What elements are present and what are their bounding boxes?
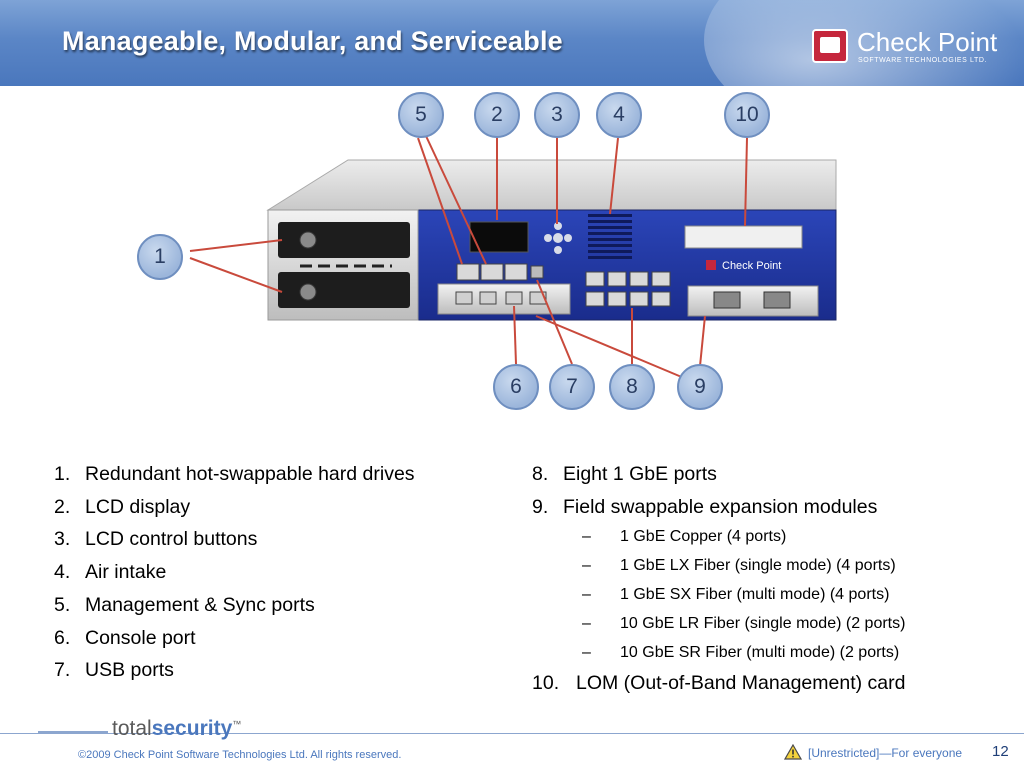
check-point-logo: Check Point SOFTWARE TECHNOLOGIES LTD. (812, 27, 1012, 67)
appliance-diagram: Check Point (0, 86, 1024, 426)
callout-10: 10 (724, 92, 770, 138)
slide-title: Manageable, Modular, and Serviceable (62, 26, 563, 56)
list-item: 1.Redundant hot-swappable hard drives (54, 463, 415, 485)
callout-9: 9 (677, 364, 723, 410)
callout-4: 4 (596, 92, 642, 138)
header-swoosh (704, 0, 1024, 86)
list-item: 5.Management & Sync ports (54, 593, 315, 616)
callout-8: 8 (609, 364, 655, 410)
list-item: 8.Eight 1 GbE ports (532, 463, 717, 485)
brand-name: Check Point (857, 27, 998, 57)
list-item: 10.LOM (Out-of-Band Management) card (532, 672, 906, 695)
callout-6: 6 (493, 364, 539, 410)
brand-subtitle: SOFTWARE TECHNOLOGIES LTD. (858, 57, 988, 64)
feature-list-right: 8.Eight 1 GbE ports 9.Field swappable ex… (532, 458, 1002, 700)
copyright-notice: ©2009 Check Point Software Technologies … (78, 749, 402, 761)
sub-list-item: –1 GbE LX Fiber (single mode) (4 ports) (582, 557, 896, 575)
list-item: 7.USB ports (54, 659, 174, 682)
callout-7: 7 (549, 364, 595, 410)
callout-2: 2 (474, 92, 520, 138)
callout-1: 1 (137, 234, 183, 280)
appliance-illustration: Check Point (189, 135, 837, 379)
list-item: 9.Field swappable expansion modules (532, 495, 878, 518)
feature-list-left: 1.Redundant hot-swappable hard drives 2.… (54, 458, 494, 687)
sub-list-item: –1 GbE SX Fiber (multi mode) (4 ports) (582, 586, 890, 603)
list-item: 4.Air intake (54, 561, 167, 584)
list-item: 6.Console port (54, 626, 196, 649)
footer-accent-bar (38, 731, 108, 734)
warning-triangle-icon (784, 744, 802, 760)
callout-3: 3 (534, 92, 580, 138)
callout-5: 5 (398, 92, 444, 138)
sub-list-item: –10 GbE SR Fiber (multi mode) (2 ports) (582, 643, 900, 661)
svg-text:Check Point: Check Point (722, 260, 781, 272)
check-point-logo-icon (812, 29, 848, 63)
footer-divider (0, 733, 1024, 734)
page-number: 12 (992, 743, 1009, 760)
sub-list-item: –10 GbE LR Fiber (single mode) (2 ports) (582, 614, 906, 632)
slide-header: Manageable, Modular, and Serviceable Che… (0, 0, 1024, 86)
list-item: 3.LCD control buttons (54, 528, 258, 551)
classification-label: [Unrestricted]—For everyone (808, 746, 963, 760)
totalsecurity-logo: totalsecurity™ (112, 717, 242, 740)
sub-list-item: –1 GbE Copper (4 ports) (582, 528, 787, 546)
list-item: 2.LCD display (54, 495, 191, 518)
